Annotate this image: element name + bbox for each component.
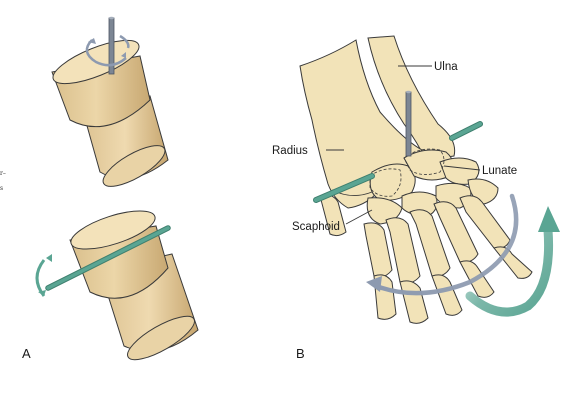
gray-vertical-pin-wrist [405,90,412,157]
bottom-cylinder-model [69,210,199,361]
green-pin-wrist-left [313,173,375,203]
panel-label-b: B [296,346,305,361]
label-scaphoid: Scaphoid [292,221,340,233]
margin-text-fragment: r– [0,170,6,177]
green-sweep-arrow-icon [465,206,560,317]
top-cylinder-model [51,39,169,187]
gray-sweep-arrow-icon [366,193,519,296]
label-radius: Radius [272,145,308,157]
rotation-arrow-bottom-icon [35,254,52,297]
margin-text-fragment-2: s [0,185,3,192]
green-horizontal-pin-bottom [45,225,171,291]
rotation-arrow-top-icon [85,34,130,67]
label-lunate: Lunate [482,165,517,177]
gray-vertical-pin-top [108,16,115,75]
label-leader-lines [326,65,481,225]
panel-label-a: A [22,346,31,361]
label-ulna: Ulna [434,61,458,73]
green-pin-wrist-right [449,121,483,141]
wrist-bones [299,35,533,324]
